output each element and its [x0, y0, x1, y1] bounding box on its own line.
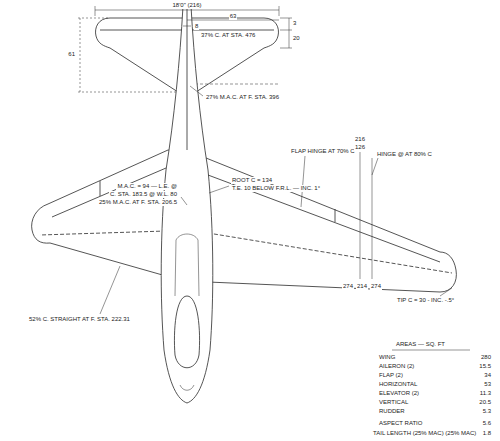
table-cell: WING — [378, 354, 396, 361]
dimension-label: 61 — [67, 51, 76, 58]
table-cell: 280 — [480, 354, 492, 361]
dimension-label: 126 — [354, 144, 366, 151]
chord-line — [208, 233, 452, 273]
note-label: M.A.C. = 94 — L.E. @ — [116, 183, 178, 190]
leader-line — [181, 197, 187, 205]
table-heading: AREAS — SQ. FT — [395, 341, 446, 348]
table-cell: ASPECT RATIO — [378, 420, 423, 427]
dimension-label: 216 — [354, 136, 366, 143]
note-label: FLAP HINGE AT 70% C — [290, 148, 356, 155]
table-cell: 53 — [483, 381, 492, 388]
tip-leader — [440, 288, 452, 296]
canopy — [174, 296, 199, 368]
flap-hinge-line — [208, 175, 440, 262]
station-line — [360, 152, 361, 279]
table-cell: AILERON (2) — [378, 363, 415, 370]
dimension-label: 274 — [370, 283, 382, 290]
aileron-break — [335, 209, 336, 222]
dimension-line — [78, 18, 178, 92]
leader-line — [301, 156, 305, 207]
dimension-label: 274 — [342, 283, 354, 290]
table-cell: HORIZONTAL — [378, 381, 418, 388]
note-label: ROOT C = 134 — [231, 177, 273, 184]
spinner — [180, 385, 194, 390]
note-label: 25% M.A.C. AT F. STA. 206.5 — [98, 199, 178, 206]
dimension-label: 3 — [292, 20, 297, 27]
table-rule — [392, 350, 470, 351]
table-cell: 20.5 — [478, 399, 492, 406]
leader-line — [190, 86, 203, 96]
dimension-line — [183, 26, 191, 27]
note-label: T.E. 10 BELOW F.R.L. — INC. 1° — [231, 185, 321, 192]
dimension-line — [280, 18, 292, 48]
note-label: HINGE @ AT 80% C — [376, 151, 433, 158]
dimension-label: 63 — [229, 13, 238, 20]
note-label: 52% C. STRAIGHT AT F. STA. 222.31 — [28, 316, 131, 323]
leader-line — [372, 158, 378, 175]
table-cell: 11.3 — [479, 390, 492, 397]
table-cell: FLAP (2) — [378, 372, 404, 379]
fuselage-inner — [175, 234, 199, 296]
dimension-label: 18'0" (216) — [172, 2, 203, 9]
table-cell: 1.8 — [482, 430, 492, 437]
table-cell: VERTICAL — [378, 399, 409, 406]
table-cell: 5.3 — [482, 408, 492, 415]
dimension-label: 20 — [292, 35, 301, 42]
table-cell: 34 — [483, 372, 492, 379]
leader-line — [100, 266, 120, 314]
note-label: TIP C = 30 - INC. -.5° — [396, 297, 455, 304]
dimension-label: 214 — [356, 283, 368, 290]
table-cell: RUDDER — [378, 408, 406, 415]
aileron-break — [100, 181, 101, 196]
drawing — [32, 6, 470, 403]
note-label: 27% M.A.C. AT F. STA. 396 — [205, 94, 280, 101]
leader-line — [209, 186, 229, 193]
dimension-label: 8 — [194, 23, 199, 30]
table-cell: 15.5 — [478, 363, 492, 370]
table-cell: 5.6 — [482, 420, 492, 427]
wing-outline — [32, 150, 457, 292]
station-line — [372, 158, 373, 279]
table-cell: ELEVATOR (2) — [378, 390, 420, 397]
note-label: C. STA. 183.5 @ W.L. 80 — [109, 191, 178, 198]
table-cell: TAIL LENGTH (25% MAC) (25% MAC) — [372, 430, 477, 437]
chord-line — [40, 231, 166, 235]
fin-line — [187, 6, 188, 150]
note-label: 37% C. AT STA. 476 — [200, 32, 256, 39]
